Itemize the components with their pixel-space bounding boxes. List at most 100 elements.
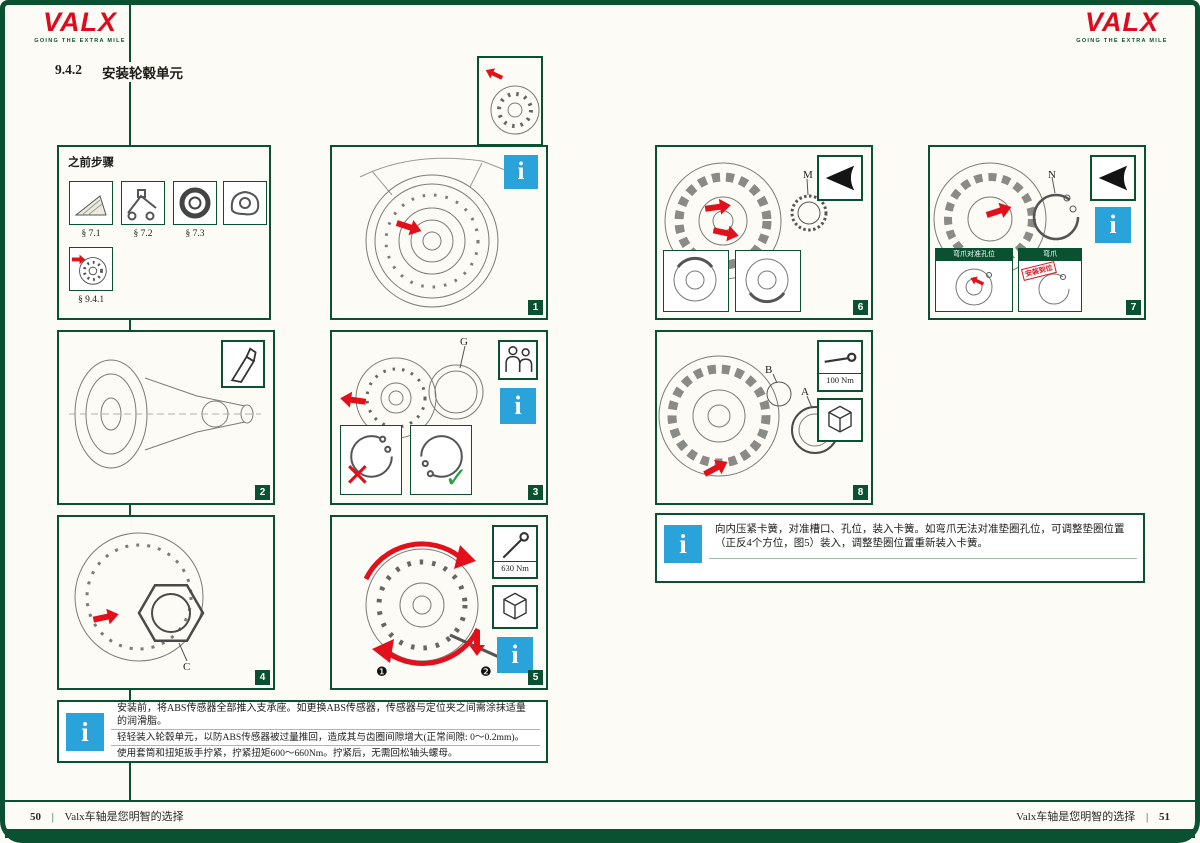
brake-closeup-right <box>735 250 801 312</box>
red-arrow-icon <box>985 202 1012 218</box>
two-person-icon <box>505 346 533 372</box>
ref-label: § 7.3 <box>185 229 205 239</box>
note-text: 向内压紧卡簧，对准槽口、孔位，装入卡簧。如弯爪无法对准垫圈孔位，可调整垫圈位置（… <box>709 515 1137 559</box>
red-arrow-icon <box>92 608 119 625</box>
info-icon-column: i <box>657 515 709 581</box>
footer-slogan-right: Valx车轴是您明智的选择 <box>1016 811 1136 823</box>
red-arrow-icon <box>703 459 728 477</box>
step-number-badge: 6 <box>853 300 868 315</box>
hub-illustration <box>490 85 540 135</box>
brake-closeup-left <box>663 250 729 312</box>
hub-unit-cell <box>69 247 113 291</box>
ref-label: § 7.1 <box>81 229 101 239</box>
part-label-c: C <box>183 661 191 673</box>
valx-wordmark: VALX <box>1084 7 1159 37</box>
snap-ring-illustration <box>1038 273 1070 305</box>
caliper-cell <box>223 181 267 225</box>
ref-label: § 9.4.1 <box>77 295 105 305</box>
footer-left: 50 | Valx车轴是您明智的选择 <box>30 808 184 824</box>
footer-right: Valx车轴是您明智的选择 | 51 <box>1016 808 1170 824</box>
hub-snapring-illustration <box>933 162 1080 276</box>
axle-nut-illustration <box>74 532 205 662</box>
snapring-right-example: ✓ <box>410 425 472 495</box>
axle-spindle-illustration <box>69 359 261 469</box>
footer-slogan-left: Valx车轴是您明智的选择 <box>64 811 184 823</box>
info-icon: i <box>504 155 538 189</box>
callout-title: 弯爪 <box>1019 249 1081 261</box>
red-arrow-icon <box>485 68 504 80</box>
brake-disc-illustration <box>359 157 529 308</box>
valx-tagline: GOING THE EXTRA MILE <box>34 38 126 44</box>
note-rows: 向内压紧卡簧，对准槽口、孔位，装入卡簧。如弯爪无法对准垫圈孔位，可调整垫圈位置（… <box>709 515 1143 581</box>
step-6-panel: M 6 <box>655 145 873 320</box>
note-text: 安装前，将ABS传感器全部推入支承座。如更换ABS传感器，传感器与定位夹之间需涂… <box>111 702 540 730</box>
torque-wrench-iconbox: 100 Nm <box>817 340 863 392</box>
step-number-badge: 5 <box>528 670 543 685</box>
note-text: 轻轻装入轮毂单元，以防ABS传感器被过量推回，造成其与齿圈间隙增大(正常间隙: … <box>111 730 540 746</box>
brake-shoe-illustration <box>673 256 717 302</box>
section-number: 9.4.2 <box>55 62 82 77</box>
ref-label: § 7.2 <box>133 229 153 239</box>
info-icon: i <box>664 525 702 563</box>
valx-tagline: GOING THE EXTRA MILE <box>1076 38 1168 44</box>
sequence-marker-1: ❶ <box>376 665 388 680</box>
cross-mark-icon: ✕ <box>344 456 371 494</box>
step-4-panel: C 4 <box>57 515 275 690</box>
hub-overview-thumbnail <box>477 56 543 146</box>
page-number-left: 50 <box>30 811 41 823</box>
step-1-panel: i 1 <box>330 145 548 320</box>
visual-check-iconbox <box>817 155 863 201</box>
brake-shoe-illustration <box>745 258 789 304</box>
caliper-icon <box>230 190 260 216</box>
red-arrow-icon <box>469 630 485 656</box>
bottom-bar <box>5 829 1195 838</box>
step-8-panel: B A 100 Nm 8 <box>655 330 873 505</box>
note-empty-row <box>709 559 1137 581</box>
step-2-panel: 2 <box>57 330 275 505</box>
socket-iconbox <box>492 585 538 629</box>
wheel-chock-cell <box>69 181 113 225</box>
torque-value: 100 Nm <box>819 373 861 385</box>
note-box-right: i 向内压紧卡簧，对准槽口、孔位，装入卡簧。如弯爪无法对准垫圈孔位，可调整垫圈位… <box>655 513 1145 583</box>
callout-title: 弯爪对准孔位 <box>936 249 1012 261</box>
check-mark-icon: ✓ <box>444 461 468 494</box>
red-arrow-icon <box>340 391 367 408</box>
section-heading: 9.4.2 安装轮毂单元 <box>55 62 189 82</box>
torque-wrench-icon <box>502 532 529 559</box>
red-arrow-icon <box>712 225 739 242</box>
torque-wrench-icon <box>824 352 857 363</box>
step-number-badge: 2 <box>255 485 270 500</box>
jack-icon <box>127 189 157 221</box>
valx-logo-left: VALX GOING THE EXTRA MILE <box>30 7 130 45</box>
sequence-marker-2: ❷ <box>480 665 492 680</box>
info-icon: i <box>1095 207 1131 243</box>
part-label-n: N <box>1048 169 1056 181</box>
bearing-seal-icon <box>179 187 211 219</box>
step-number-badge: 8 <box>853 485 868 500</box>
snap-ring-illustration <box>420 435 463 478</box>
snap-ring-illustration <box>350 435 393 478</box>
step-7-panel: N i 弯爪对准孔位 弯爪 安装到位 7 <box>928 145 1146 320</box>
note-box-left: i 安装前，将ABS传感器全部推入支承座。如更换ABS传感器，传感器与定位夹之间… <box>57 700 548 763</box>
valx-wordmark: VALX <box>42 7 117 37</box>
torque-value: 630 Nm <box>494 561 536 573</box>
footer-separator: | <box>1146 811 1149 823</box>
step-number-badge: 3 <box>528 485 543 500</box>
valx-logo-right: VALX GOING THE EXTRA MILE <box>1072 7 1172 45</box>
part-label-m: M <box>803 169 813 181</box>
jack-cell <box>121 181 165 225</box>
step-5-panel: ❶ ❷ 630 Nm i 5 <box>330 515 548 690</box>
socket-iconbox <box>817 398 863 442</box>
part-label-g: G <box>460 336 468 348</box>
note-rows: 安装前，将ABS传感器全部推入支承座。如更换ABS传感器，传感器与定位夹之间需涂… <box>111 702 546 761</box>
wheel-chock-icon <box>74 195 107 216</box>
socket-icon <box>828 405 852 433</box>
page-number-right: 51 <box>1159 811 1170 823</box>
claw-callout: 弯爪 安装到位 <box>1018 248 1082 312</box>
previous-steps-panel: 之前步骤 <box>57 145 271 320</box>
previous-steps-title: 之前步骤 <box>68 157 114 169</box>
socket-icon <box>503 592 527 620</box>
section-title: 安装轮毂单元 <box>102 66 183 81</box>
claw-align-callout: 弯爪对准孔位 <box>935 248 1013 312</box>
visual-check-iconbox <box>1090 155 1136 201</box>
